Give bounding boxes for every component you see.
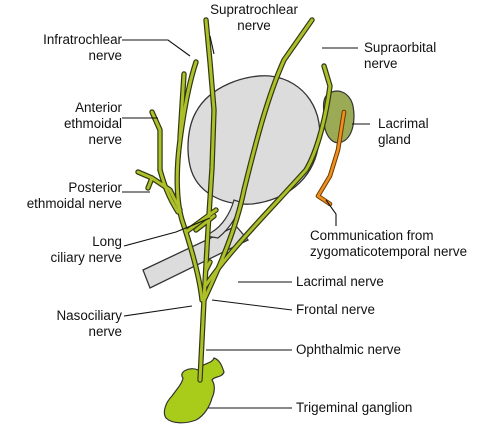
trigeminal-ganglion-label: Trigeminal ganglion	[296, 400, 413, 415]
trigeminal-ganglion-shape	[163, 357, 225, 424]
leader-lines	[122, 35, 370, 409]
communication-branch	[316, 110, 346, 206]
lacrimal-nerve-label: Lacrimal nerve	[296, 274, 384, 289]
nerve-fills	[136, 18, 332, 382]
ophthalmic-nerve-label: Ophthalmic nerve	[296, 342, 401, 357]
frontal-nerve-label: Frontal nerve	[296, 302, 375, 317]
eyeball-shape	[187, 75, 321, 205]
